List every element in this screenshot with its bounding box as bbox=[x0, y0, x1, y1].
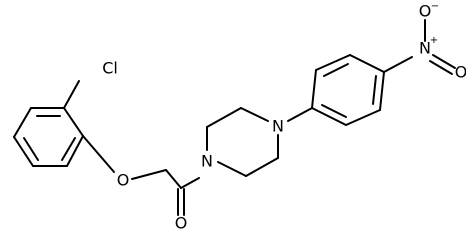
bond bbox=[63, 107, 84, 137]
bond bbox=[180, 177, 200, 189]
bond bbox=[240, 107, 269, 122]
bond bbox=[165, 169, 182, 189]
piperazine-ring bbox=[206, 107, 279, 177]
ether-oxygen-label: O bbox=[117, 171, 130, 190]
bond bbox=[63, 80, 80, 109]
bond bbox=[82, 135, 115, 173]
bond bbox=[345, 109, 381, 126]
bond bbox=[372, 75, 377, 105]
bond bbox=[311, 107, 347, 126]
bond bbox=[61, 137, 76, 161]
bond bbox=[379, 71, 385, 111]
amide-nitrogen-label: N bbox=[201, 152, 213, 171]
bond bbox=[13, 107, 32, 138]
aryl-nitrogen-label: N bbox=[272, 117, 284, 136]
bond bbox=[287, 107, 313, 122]
carbonyl-oxygen-label: O bbox=[175, 214, 188, 233]
chlorophenyl-ring bbox=[13, 107, 84, 167]
bond bbox=[206, 107, 242, 128]
bond bbox=[349, 54, 385, 73]
bond bbox=[432, 54, 456, 69]
nitro-nitrogen-charge: + bbox=[430, 35, 438, 46]
bond bbox=[13, 136, 34, 167]
nitro-nitrogen-label: N bbox=[419, 39, 431, 58]
nitrophenyl-ring bbox=[311, 54, 385, 126]
bond bbox=[311, 69, 317, 109]
bond bbox=[245, 157, 279, 177]
bond bbox=[66, 135, 84, 167]
bond bbox=[217, 161, 247, 177]
bond bbox=[323, 63, 349, 77]
bond bbox=[429, 60, 453, 75]
bond bbox=[321, 104, 347, 118]
bond bbox=[23, 137, 39, 161]
nitro-oxygen-top-charge: − bbox=[431, 1, 439, 12]
nitro-oxygen-top-label: O bbox=[419, 2, 432, 21]
bond bbox=[131, 169, 167, 180]
bond bbox=[383, 56, 413, 73]
nitro-oxygen-right-label: O bbox=[455, 63, 466, 82]
chlorine-atom-label: Cl bbox=[102, 59, 118, 78]
bond bbox=[315, 54, 351, 71]
